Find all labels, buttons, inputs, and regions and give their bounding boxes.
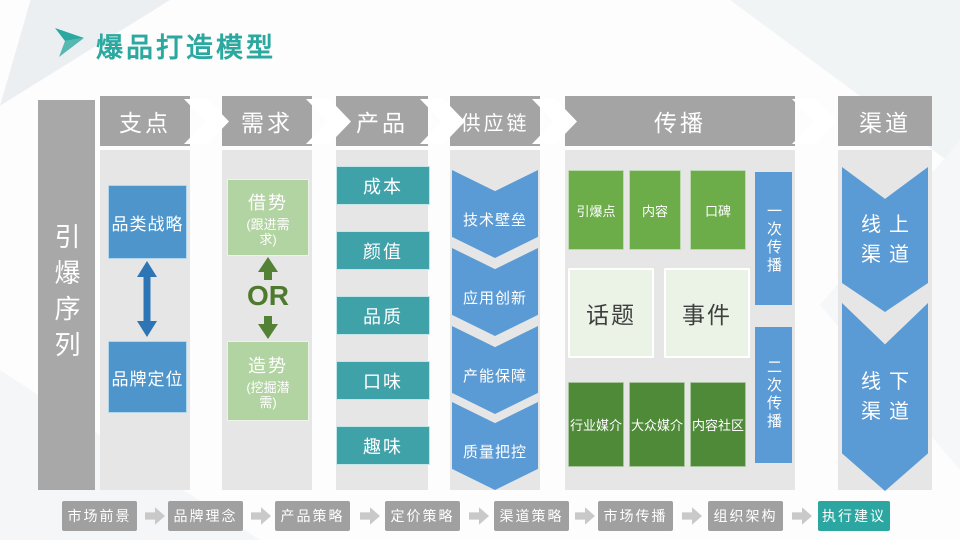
- bar-label: 一次传播: [765, 202, 782, 275]
- box-title: 借势: [248, 192, 288, 213]
- cost-box: 成本: [336, 166, 430, 205]
- header-channel: 渠道: [838, 96, 932, 146]
- fun-box: 趣味: [336, 426, 430, 465]
- arrow-right-icon: [792, 507, 812, 525]
- header-communication: 传播: [565, 96, 795, 146]
- page-title: 爆品打造模型: [96, 33, 276, 63]
- flow-step-brand-concept: 品牌理念: [168, 501, 243, 531]
- arrow-right-icon: [360, 507, 380, 525]
- sequence-sidebar: 引爆序列: [38, 100, 95, 490]
- chevron-label-line: 渠道: [861, 243, 917, 266]
- arrow-right-icon: [682, 507, 702, 525]
- flow-step-market-prospect: 市场前景: [62, 501, 137, 531]
- second-spread-bar: 二次传播: [755, 327, 792, 463]
- flow-step-product-strategy: 产品策略: [275, 501, 350, 531]
- header-fulcrum: 支点: [100, 96, 190, 146]
- or-connector-label: OR: [247, 280, 289, 311]
- mass-media-box: 大众媒介: [629, 382, 685, 467]
- bar-label: 二次传播: [765, 359, 782, 431]
- taste-box: 口味: [336, 361, 430, 400]
- first-spread-bar: 一次传播: [755, 172, 792, 305]
- double-arrow-vertical-icon: [136, 261, 158, 342]
- word-of-mouth-box: 口碑: [690, 170, 746, 250]
- category-strategy-box: 品类战略: [108, 185, 187, 259]
- chevron-right-icon: [792, 99, 837, 144]
- flow-step-pricing-strategy: 定价策略: [385, 501, 460, 531]
- quality-box: 品质: [336, 296, 430, 335]
- detonation-point-box: 引爆点: [568, 170, 624, 250]
- flow-step-org-structure: 组织架构: [708, 501, 783, 531]
- flow-step-channel-strategy: 渠道策略: [494, 501, 569, 531]
- arrow-right-icon: [469, 507, 489, 525]
- sidebar-label: 引爆序列: [51, 223, 81, 367]
- box-subtitle: (跟进需求): [246, 216, 290, 247]
- application-innovation-chevron: 应用创新: [452, 248, 538, 336]
- box-title: 造势: [248, 356, 288, 376]
- arrow-bullet-icon: [52, 27, 86, 64]
- header-product: 产品: [336, 96, 428, 146]
- header-supply-chain: 供应链: [450, 96, 540, 146]
- brand-positioning-box: 品牌定位: [108, 341, 187, 413]
- arrow-right-icon: [575, 507, 595, 525]
- arrow-right-icon: [251, 507, 271, 525]
- industry-media-box: 行业媒介: [568, 382, 624, 467]
- create-trend-box: 造势 (挖掘潜需): [227, 341, 309, 421]
- chevron-label-line: 渠道: [861, 401, 917, 423]
- page-title-row: 爆品打造模型: [52, 26, 276, 65]
- chevron-label-line: 线上: [861, 213, 917, 236]
- appearance-box: 颜值: [336, 231, 430, 270]
- content-box: 内容: [629, 170, 681, 250]
- content-community-box: 内容社区: [690, 382, 746, 467]
- box-subtitle: (挖掘潜需): [246, 380, 290, 410]
- topic-box: 话题: [568, 268, 654, 358]
- chevron-label-line: 线下: [861, 371, 917, 393]
- double-arrow-vertical-icon: [256, 257, 280, 344]
- flow-step-market-communication: 市场传播: [598, 501, 673, 531]
- header-demand: 需求: [222, 96, 312, 146]
- flow-step-execution-advice: 执行建议: [818, 501, 890, 531]
- leverage-trend-box: 借势 (跟进需求): [227, 179, 309, 256]
- event-box: 事件: [664, 268, 750, 358]
